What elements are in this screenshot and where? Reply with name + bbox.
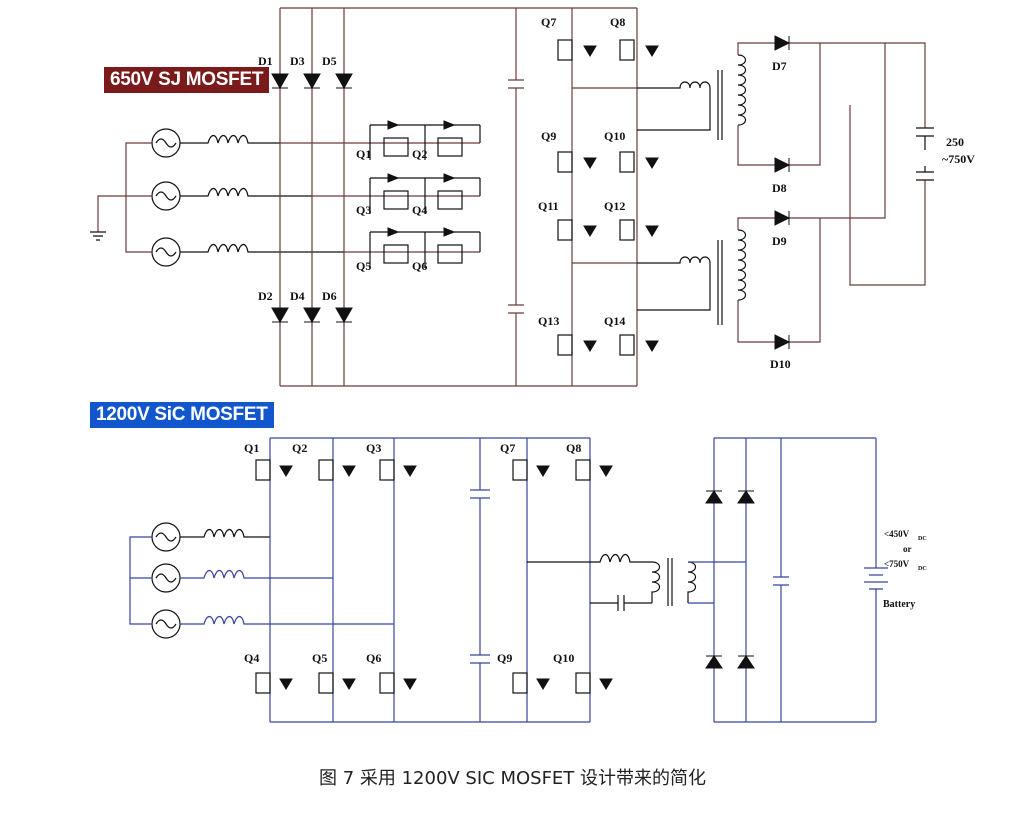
svg-text:Q10: Q10 [553, 651, 574, 665]
svg-text:Q13: Q13 [538, 314, 559, 328]
svg-text:or: or [903, 544, 912, 554]
figure-caption: 图 7 采用 1200V SIC MOSFET 设计带来的简化 [318, 768, 707, 789]
svg-text:Q4: Q4 [244, 651, 259, 665]
svg-text:Q5: Q5 [312, 651, 327, 665]
svg-text:Q12: Q12 [604, 199, 625, 213]
bottom-full-bridge: Q7 Q8 Q9 Q10 [497, 438, 697, 722]
svg-text:Battery: Battery [883, 599, 915, 610]
svg-text:<450V: <450V [884, 529, 910, 539]
svg-text:Q11: Q11 [538, 199, 559, 213]
top-ac-sources [90, 128, 181, 267]
svg-text:Q1: Q1 [244, 441, 259, 455]
top-input-inductors [180, 134, 344, 253]
svg-text:Q14: Q14 [604, 314, 625, 328]
svg-text:D10: D10 [770, 357, 791, 371]
svg-text:Q7: Q7 [500, 441, 515, 455]
svg-text:~750V: ~750V [942, 152, 975, 166]
top-circuit: D1 D3 D5 D2 D4 D6 Q1 Q2 Q3 Q4 Q5 Q6 [90, 7, 975, 387]
bottom-circuit: Q1 Q2 Q3 Q4 Q5 Q6 Q7 Q8 Q9 Q10 [129, 437, 927, 723]
svg-text:Q3: Q3 [366, 441, 381, 455]
top-diode-bridge: D1 D3 D5 D2 D4 D6 [258, 7, 637, 387]
bottom-inverter: Q1 Q2 Q3 Q4 Q5 Q6 [244, 437, 590, 723]
svg-text:D9: D9 [772, 234, 787, 248]
svg-text:Q6: Q6 [366, 651, 381, 665]
svg-text:D5: D5 [322, 54, 337, 68]
svg-text:Q2: Q2 [412, 147, 427, 161]
svg-text:DC: DC [918, 536, 927, 542]
svg-text:D6: D6 [322, 289, 337, 303]
svg-text:D8: D8 [772, 181, 787, 195]
svg-text:Q9: Q9 [497, 651, 512, 665]
svg-text:D3: D3 [290, 54, 305, 68]
top-dc-link [508, 8, 524, 386]
bottom-output-rectifier: <450V DC or <750V DC Battery [688, 437, 927, 723]
svg-text:Q7: Q7 [541, 15, 556, 29]
svg-text:D2: D2 [258, 289, 273, 303]
badge-650v-sj-mosfet: 650V SJ MOSFET [104, 67, 270, 93]
badge-1200v-sic-mosfet: 1200V SiC MOSFET [90, 402, 274, 428]
top-bidirectional-switches: Q1 Q2 Q3 Q4 Q5 Q6 [280, 120, 481, 273]
svg-text:Q9: Q9 [541, 129, 556, 143]
svg-text:250: 250 [946, 135, 964, 149]
svg-text:D1: D1 [258, 54, 273, 68]
svg-text:Q2: Q2 [292, 441, 307, 455]
svg-text:Q3: Q3 [356, 203, 371, 217]
svg-text:Q5: Q5 [356, 259, 371, 273]
svg-text:Q8: Q8 [610, 15, 625, 29]
svg-text:Q6: Q6 [412, 259, 427, 273]
svg-text:Q8: Q8 [566, 441, 581, 455]
svg-text:Q4: Q4 [412, 203, 427, 217]
top-transformers [637, 54, 747, 325]
bottom-ac-sources [129, 522, 394, 639]
svg-text:<750V: <750V [884, 559, 910, 569]
svg-text:DC: DC [918, 566, 927, 572]
svg-text:Q1: Q1 [356, 147, 371, 161]
svg-text:D7: D7 [772, 59, 787, 73]
top-full-bridge: Q7 Q8 Q9 Q10 Q11 Q12 Q13 Q14 [538, 8, 659, 386]
svg-text:D4: D4 [290, 289, 305, 303]
svg-text:Q10: Q10 [604, 129, 625, 143]
